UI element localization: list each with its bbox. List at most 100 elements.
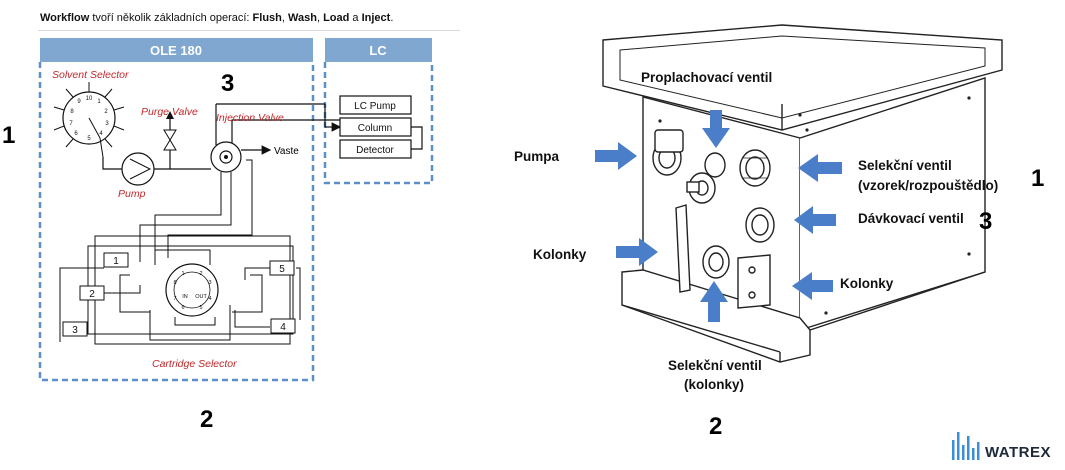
cartridge-2-label: 2 [89,289,95,300]
component-column-rod [675,204,691,293]
label-selekcni-ventil-2-sub: (kolonky) [684,377,744,392]
purge-valve-symbol [163,111,177,151]
cartridge-selector-label: Cartridge Selector [152,358,237,370]
cartridge-4-box [270,318,296,334]
component-column-valve [702,245,730,279]
cartridge-piping [59,159,301,345]
valve-in-label: IN [182,294,188,300]
dial-number: 2 [104,109,108,115]
ole180-panel: OLE 180 [38,38,315,382]
arrow-right-pumpa [595,142,637,170]
intro-text: Workflow tvoří několik základních operac… [40,12,393,24]
label-proplachovaci-ventil: Proplachovací ventil [641,70,772,85]
cart-port: 8 [173,280,176,286]
marker-left-2: 2 [200,406,213,433]
intro-op-inject: Inject [361,12,391,24]
lc-pump-label: LC Pump [354,101,396,112]
component-wash [686,152,726,204]
label-kolonky-right: Kolonky [840,276,894,291]
intro-end: . [390,12,394,24]
cart-port: 1 [181,271,184,277]
cartridge-4-label: 4 [280,322,286,333]
lc-title: LC [369,43,387,58]
watrex-logo-text: WATREX [984,444,1051,461]
ole180-title: OLE 180 [150,43,202,58]
dial-number: 1 [97,99,101,105]
dial-number: 7 [69,121,73,127]
intro-op-wash: Wash [288,12,317,24]
arrow-left-kolonky [792,272,833,300]
arrow-right-kolonky [616,238,658,266]
lc-components: LC Pump Column Detector [339,95,423,159]
cartridge-3-box [62,321,88,337]
intro-sep: , [281,12,289,24]
cart-port: 5 [199,305,202,311]
dial-number: 10 [86,96,93,102]
marker-left-3: 3 [221,70,234,97]
component-dosing-valve [745,207,775,243]
cart-port: 3 [208,280,211,286]
cart-port: 2 [199,271,202,277]
piping-pump [102,119,211,170]
dial-number: 5 [87,136,91,142]
device-illustration [602,24,1003,363]
intro-divider [38,30,460,31]
dial-number: 3 [105,121,109,127]
pump-symbol [121,152,155,186]
marker-right-2: 2 [709,413,722,440]
intro-sep: a [349,12,362,24]
callout-arrows [595,110,842,322]
injection-valve-symbol [210,103,342,173]
marker-left-1: 1 [2,122,15,149]
watrex-logo-icon [952,432,980,460]
label-selekcni-ventil-1-sub: (vzorek/rozpouštědlo) [858,178,998,193]
component-pump [652,129,684,176]
label-davkovaci-ventil: Dávkovací ventil [858,211,964,226]
arrow-up-selekcni-2 [700,281,728,322]
intro-sep: , [316,12,324,24]
solvent-selector-label: Solvent Selector [52,69,129,81]
intro-bold-workflow: Workflow [40,12,90,24]
column-label: Column [358,123,392,134]
dial-number: 9 [77,99,81,105]
intro-text-1: tvoří několik základních operací: [89,12,253,24]
detector-label: Detector [356,145,394,156]
component-selection-valve-1 [739,149,771,187]
cartridge-2-box [79,285,105,301]
marker-right-3: 3 [979,208,992,235]
label-kolonky-left: Kolonky [533,247,587,262]
valve-out-label: OUT [195,294,207,300]
dial-number: 6 [74,131,78,137]
intro-op-flush: Flush [252,12,282,24]
cartridge-selector-dial: IN OUT 1 2 3 4 5 6 7 8 [165,263,219,317]
cartridge-3-label: 3 [72,325,78,336]
arrow-down-proplachovaci [702,110,730,148]
intro-op-load: Load [323,12,350,24]
arrow-left-davkovaci [794,206,836,234]
cart-port: 7 [173,296,176,302]
injection-valve-label: Injection Valve [216,112,284,124]
cartridge-1-label: 1 [113,256,119,267]
solvent-selector-dial: 10 1 2 3 4 5 6 7 8 9 [53,82,125,158]
marker-right-1: 1 [1031,165,1044,192]
label-selekcni-ventil-2: Selekční ventil [668,358,762,373]
cart-port: 4 [208,296,211,302]
arrow-left-selekcni-1 [798,154,842,182]
ole180-header [40,38,313,62]
purge-valve-label: Purge Valve [141,106,198,118]
dial-number: 8 [70,109,74,115]
ole180-dashed-border [38,62,315,382]
lc-pump-box [339,95,412,115]
cartridge-1-box [103,252,129,268]
pump-label: Pump [118,188,146,200]
lc-header [325,38,432,62]
cartridge-5-box [269,260,295,276]
component-bracket [737,254,771,309]
cartridge-5-label: 5 [279,264,285,275]
vaste-label: Vaste [274,146,299,157]
cartridges: 1 2 3 4 5 [62,252,296,337]
cart-port: 6 [181,305,184,311]
dial-number: 4 [99,131,103,137]
label-pumpa: Pumpa [514,149,560,164]
